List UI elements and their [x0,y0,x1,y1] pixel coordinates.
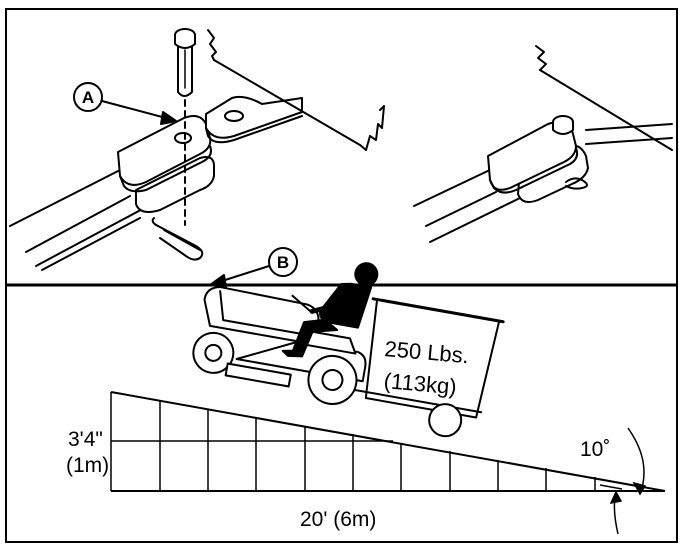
rise-label-ft: 3'4" [68,428,103,451]
hitch-assembled [413,45,673,243]
tow-bar-left [9,167,151,271]
rise-label-m: (1m) [66,454,109,477]
tractor [192,286,367,405]
callout-a-label: A [82,88,94,107]
callout-b-label: B [277,253,289,272]
hitch-pin [174,28,196,97]
tractor-and-cart [192,262,505,438]
cart [340,297,505,438]
slope-grid [110,391,666,492]
rider [281,262,379,358]
callout-a: A [73,82,177,125]
run-label: 20' (6m) [300,508,376,531]
hitch-panel: A B [9,28,673,288]
clevis-pin-hole [174,132,192,144]
frame [5,8,678,543]
slope-panel: 250 Lbs. (113kg) [110,262,666,535]
tractor-drawbar [205,29,385,151]
clevis-lower-plate [135,156,215,213]
angle-label: 10˚ [580,438,610,461]
angle-indicator [599,427,647,535]
hairpin-clip [151,217,204,261]
callout-b: B [209,247,298,288]
